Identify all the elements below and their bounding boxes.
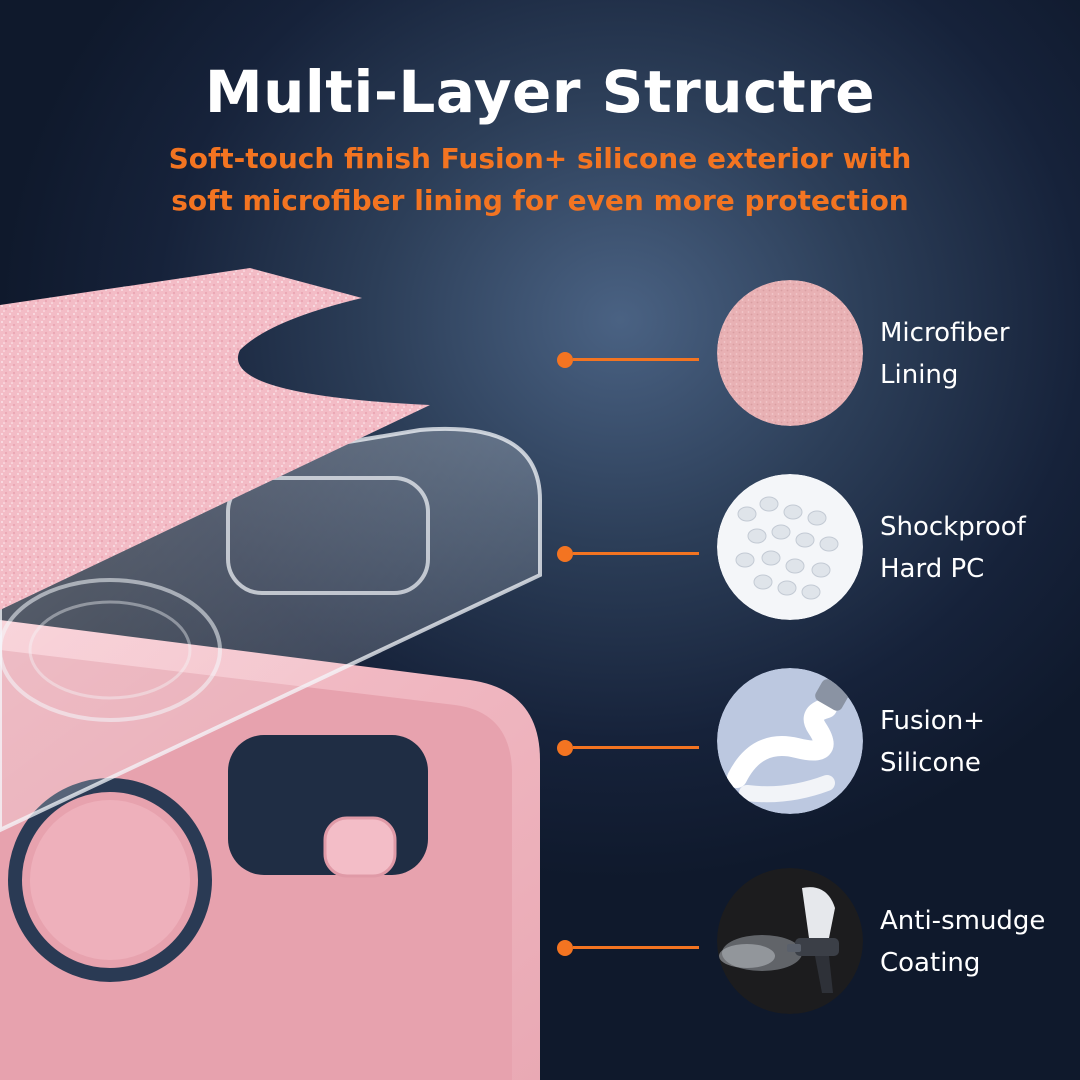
silicone-paste-icon	[717, 668, 863, 814]
subtitle-line-1: Soft-touch finish Fusion+ silicone exter…	[168, 142, 912, 175]
microfiber-lining-layer	[0, 268, 430, 610]
feature-label: Shockproof Hard PC	[880, 512, 1026, 584]
callout-line	[573, 746, 699, 749]
callout-dot	[557, 352, 573, 368]
page-subtitle: Soft-touch finish Fusion+ silicone exter…	[0, 138, 1080, 222]
callout-dot	[557, 740, 573, 756]
feature-label: Microfiber Lining	[880, 318, 1010, 390]
callout-line	[573, 358, 699, 361]
page-title: Multi-Layer Structre	[204, 58, 876, 126]
feature-fusion-silicone: Fusion+ Silicone	[555, 668, 1080, 828]
subtitle-line-2: soft microfiber lining for even more pro…	[171, 184, 909, 217]
callout-line	[573, 946, 699, 949]
feature-label: Anti-smudge Coating	[880, 906, 1046, 978]
callout-line	[573, 552, 699, 555]
feature-shockproof-hard-pc: Shockproof Hard PC	[555, 474, 1080, 634]
feature-microfiber-lining: Microfiber Lining	[555, 280, 1080, 440]
spray-gun-icon	[717, 868, 863, 1014]
pc-pellets-icon	[717, 474, 863, 620]
microfiber-swatch-icon	[717, 280, 863, 426]
callout-dot	[557, 546, 573, 562]
callout-dot	[557, 940, 573, 956]
feature-label: Fusion+ Silicone	[880, 706, 985, 778]
feature-anti-smudge-coating: Anti-smudge Coating	[555, 868, 1080, 1028]
